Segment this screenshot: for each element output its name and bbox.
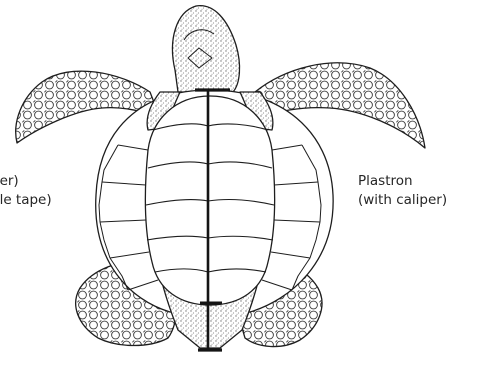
right-measurement-label: Plastron (with caliper) (358, 172, 447, 210)
left-label-line-1: per) (0, 172, 52, 191)
right-label-line-2: (with caliper) (358, 191, 447, 210)
left-label-line-2: ble tape) (0, 191, 52, 210)
right-label-line-1: Plastron (358, 172, 447, 191)
turtle-head (173, 6, 240, 92)
left-measurement-label: per) ble tape) (0, 172, 52, 210)
